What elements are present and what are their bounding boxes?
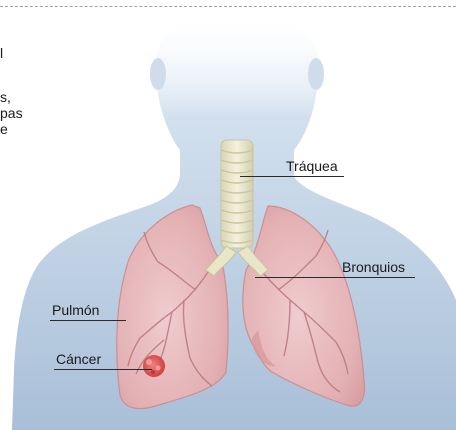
- left-ear: [150, 58, 166, 90]
- label-lung: Pulmón: [52, 302, 99, 318]
- label-bronchi: Bronquios: [342, 259, 405, 275]
- tumor: [143, 355, 165, 377]
- leader-cancer: [54, 369, 152, 370]
- right-ear: [308, 58, 324, 90]
- leader-trachea: [240, 176, 344, 177]
- label-cancer: Cáncer: [56, 351, 101, 367]
- leader-lung: [50, 320, 126, 321]
- label-trachea: Tráquea: [286, 158, 338, 174]
- leader-bronchi: [255, 277, 415, 278]
